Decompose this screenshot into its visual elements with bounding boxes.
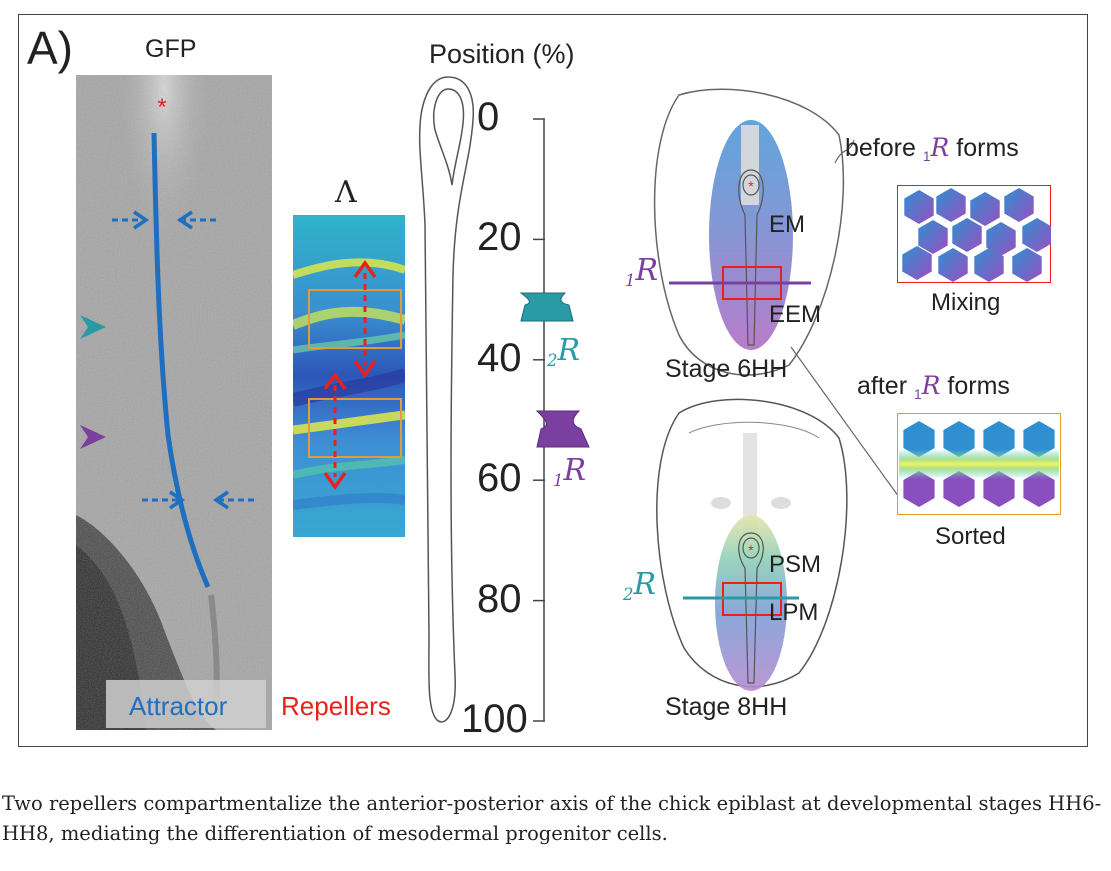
- attractor-label: Attractor: [129, 691, 228, 721]
- r2-marker: [519, 292, 574, 322]
- cell: [952, 218, 982, 252]
- cell: [903, 421, 935, 457]
- position-axis: [533, 118, 545, 722]
- lambda-heatmap: [293, 215, 405, 537]
- r1-marker: [535, 410, 590, 448]
- sorted-inset: [897, 413, 1061, 515]
- cell: [974, 248, 1004, 282]
- mixing-heading: before 1R forms: [845, 133, 1019, 164]
- cell: [904, 190, 934, 224]
- r1-marker-arrow-icon: [80, 425, 106, 449]
- figure-panel: A) GFP Λ Position (%) *: [18, 14, 1088, 747]
- cell: [1012, 248, 1042, 282]
- axis-tick-label: 20: [477, 215, 522, 260]
- cell: [1023, 471, 1055, 507]
- r2-embryo-label: 2R: [623, 567, 657, 604]
- cell: [1004, 188, 1034, 222]
- axis-tick-label: 60: [477, 456, 522, 501]
- label-psm: PSM: [769, 551, 822, 578]
- cell: [1023, 421, 1055, 457]
- embryo-stage-6hh: *: [653, 88, 855, 376]
- figure-caption: Two repellers compartmentalize the anter…: [2, 792, 1102, 845]
- cell: [936, 188, 966, 222]
- sorted-label: Sorted: [935, 523, 1006, 550]
- axis-tick-label: 0: [477, 95, 500, 139]
- sorted-heading: after 1R forms: [857, 371, 1010, 402]
- repeller-arrows: [333, 273, 367, 477]
- cell: [943, 421, 975, 457]
- arrowhead-left-icon: [176, 210, 193, 230]
- r1-embryo-label: 1R: [625, 253, 659, 290]
- cell: [902, 246, 932, 280]
- r1-axis-label: 1R: [553, 453, 587, 490]
- connector-lines: [790, 346, 910, 512]
- axis-tick-label: 40: [477, 335, 522, 380]
- lambda-title: Λ: [335, 175, 357, 210]
- label-lpm: LPM: [769, 599, 819, 626]
- cell: [918, 220, 948, 254]
- cell: [903, 471, 935, 507]
- mixing-label: Mixing: [931, 289, 1001, 316]
- svg-text:*: *: [748, 542, 754, 558]
- label-eem: EEM: [769, 301, 822, 328]
- axis-tick-label: 80: [477, 576, 522, 621]
- embryo-stage-8hh: *: [656, 398, 848, 691]
- cell: [986, 222, 1016, 256]
- label-em: EM: [769, 211, 805, 238]
- cell: [938, 248, 968, 282]
- stage-6hh-label: Stage 6HH: [665, 355, 788, 383]
- arrowhead-right-icon: [169, 490, 186, 510]
- mixing-inset: [897, 185, 1051, 283]
- r2-marker-arrow-icon: [80, 315, 106, 339]
- cell: [1022, 218, 1051, 252]
- cell: [943, 471, 975, 507]
- arrowhead-left-icon: [212, 490, 229, 510]
- panel-label: A): [27, 22, 73, 74]
- stage-8hh-label: Stage 8HH: [665, 693, 788, 721]
- gfp-title: GFP: [145, 35, 197, 63]
- repellers-label: Repellers: [281, 691, 391, 721]
- cell: [983, 421, 1015, 457]
- r2-axis-label: 2R: [547, 333, 581, 370]
- arrowhead-right-icon: [133, 210, 150, 230]
- cell: [970, 192, 1000, 226]
- cell: [983, 471, 1015, 507]
- attractor-overlay: *: [80, 94, 254, 589]
- axis-tick-label: 100: [461, 697, 528, 741]
- gfp-image: [76, 75, 272, 730]
- position-title: Position (%): [429, 39, 575, 69]
- svg-text:*: *: [748, 178, 754, 194]
- attractor-line: [151, 132, 211, 589]
- embryo-outline: [418, 76, 475, 723]
- node-asterisk: *: [157, 94, 166, 121]
